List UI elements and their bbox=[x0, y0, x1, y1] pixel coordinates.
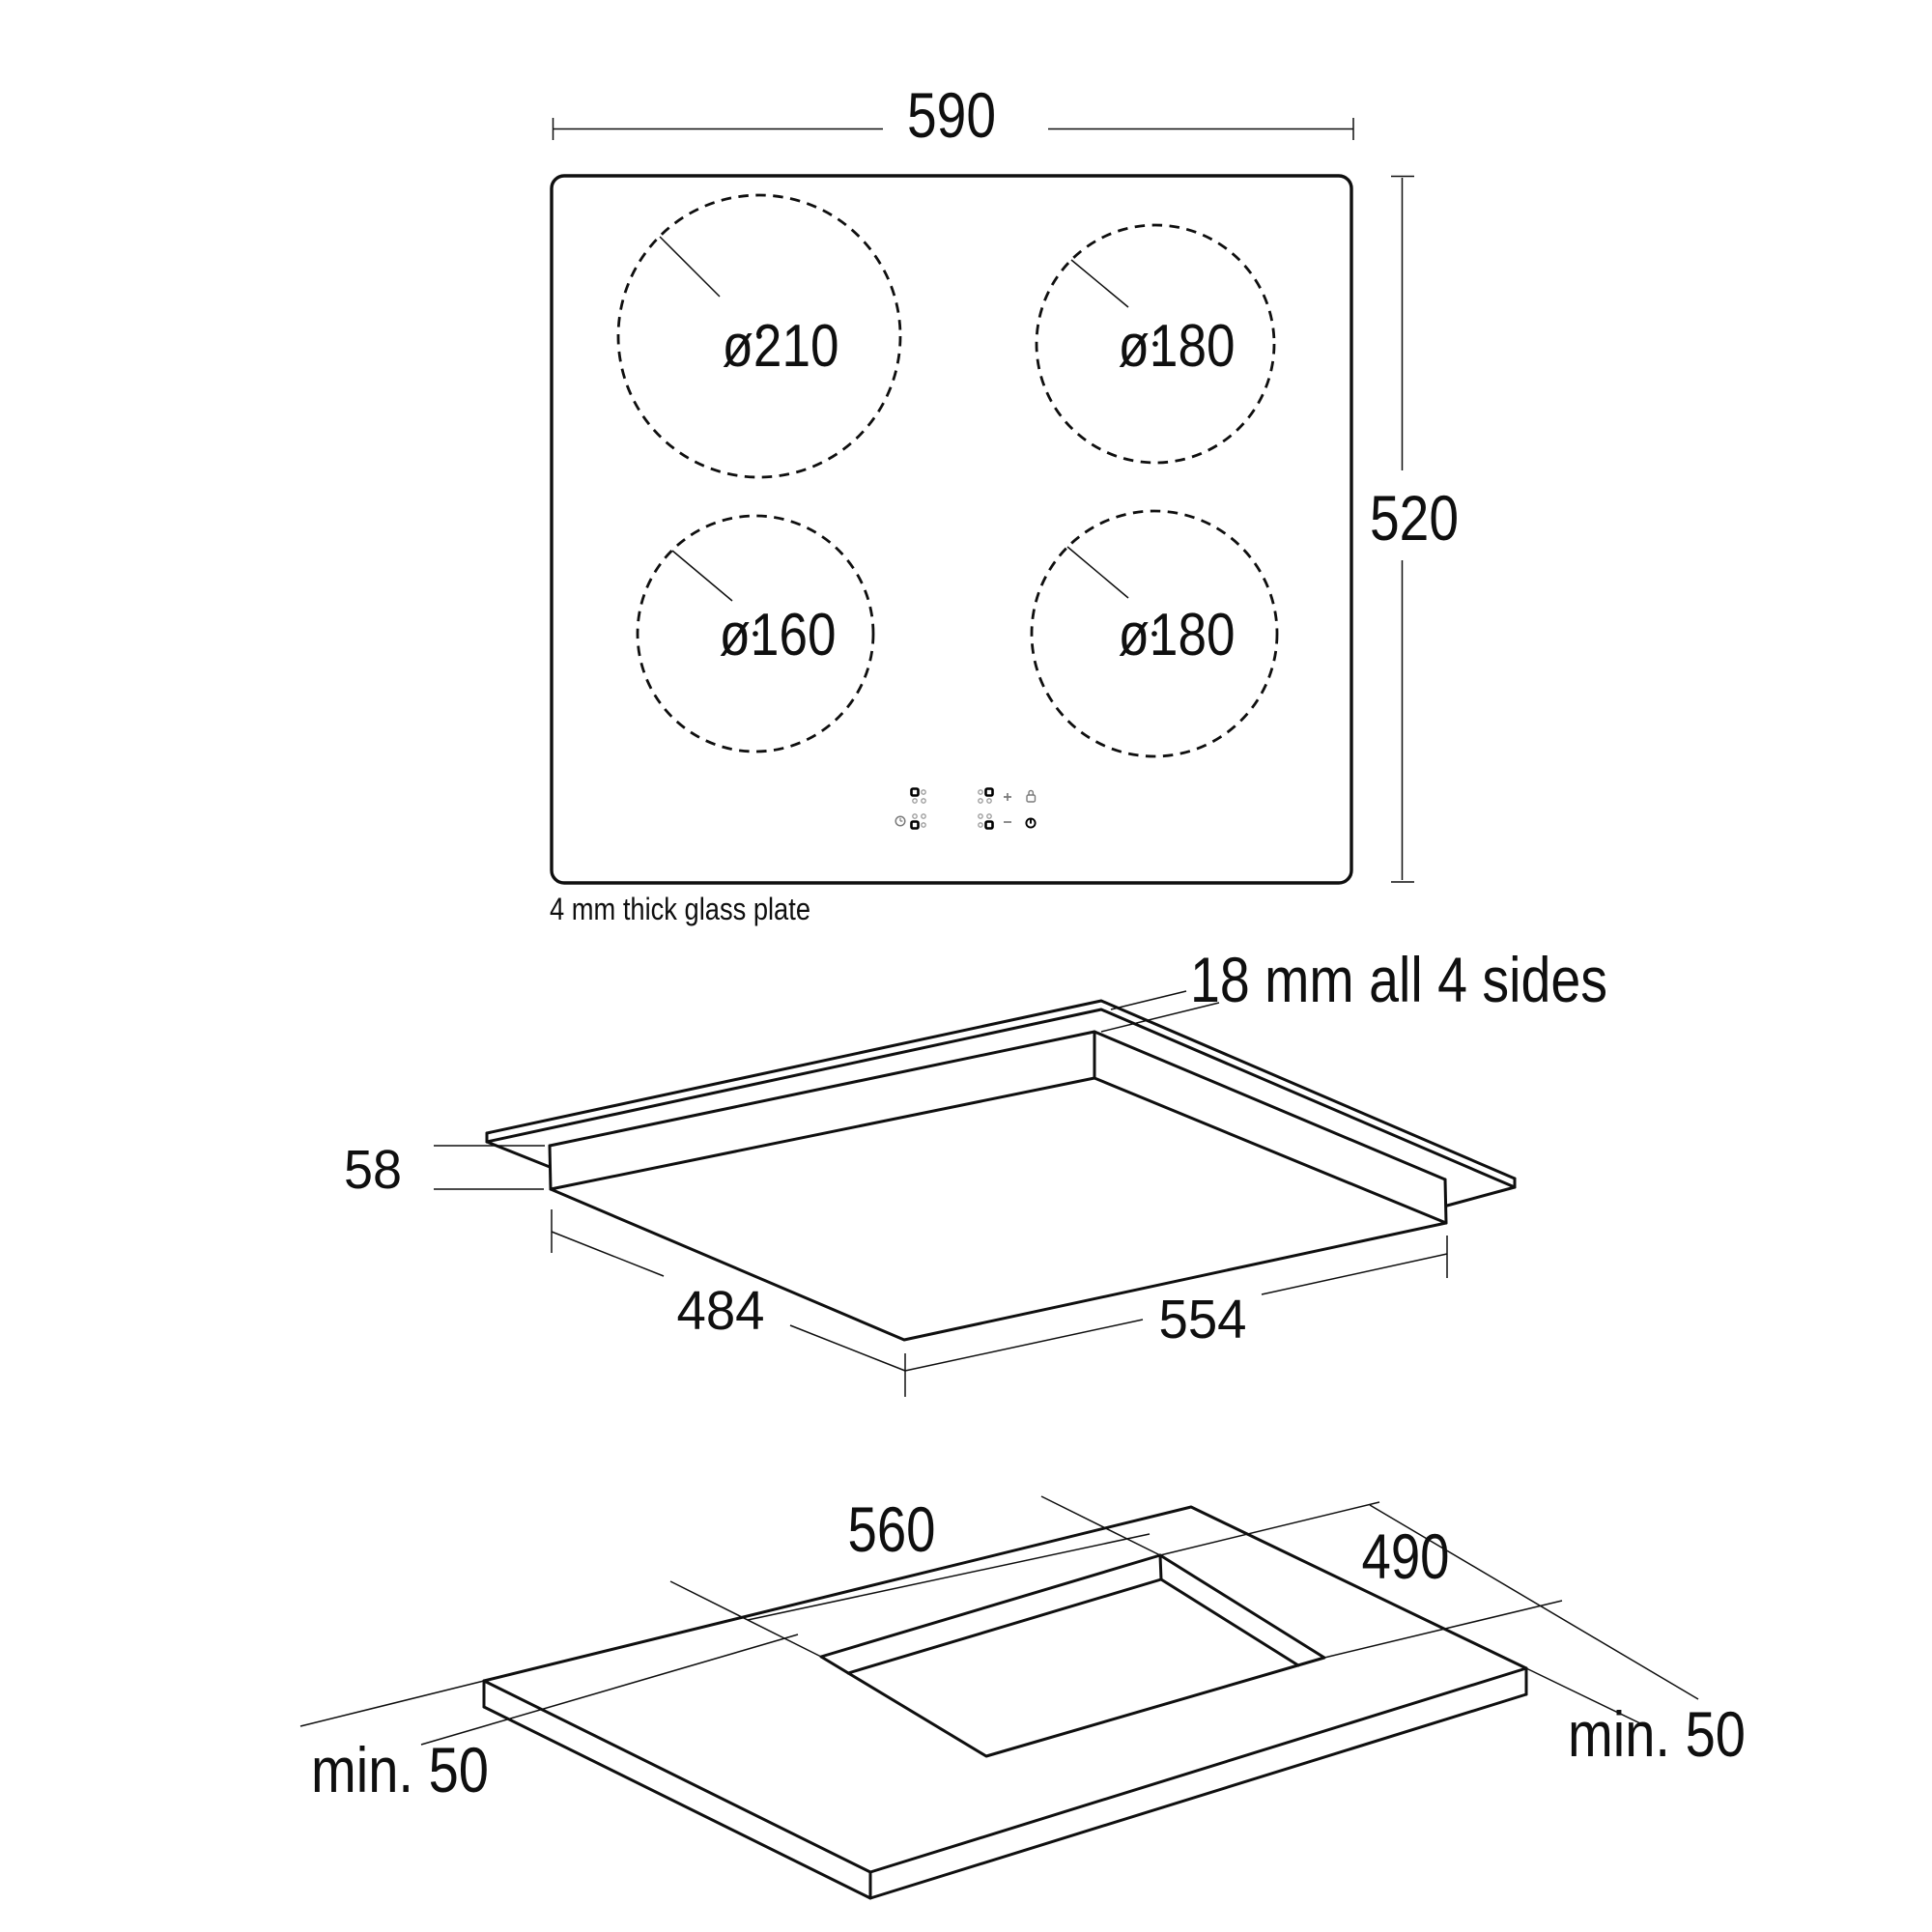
dim-484-line-b bbox=[789, 1324, 906, 1372]
dim-58-label: 58 bbox=[344, 1139, 402, 1201]
burner-center-dot bbox=[756, 333, 762, 339]
glass-front-right-edge bbox=[1445, 1185, 1517, 1208]
dim-560-line bbox=[747, 1533, 1151, 1621]
overhang-label: 18 mm all 4 sides bbox=[1190, 944, 1607, 1015]
body-top-edges bbox=[548, 1030, 1447, 1181]
radius-line-front-right bbox=[1066, 546, 1129, 599]
dim-490-line bbox=[1369, 1504, 1699, 1700]
burner-center-dot bbox=[1152, 341, 1158, 347]
lock-icon bbox=[1026, 789, 1037, 803]
cutout-wall-corner-edge bbox=[1158, 1553, 1163, 1581]
radius-line-back-right bbox=[1070, 259, 1129, 308]
burner-circle-front-left bbox=[636, 514, 875, 753]
dim-490-ext-right bbox=[1323, 1600, 1563, 1659]
dimension-min50-right: min. 50 bbox=[1525, 1667, 1746, 1770]
body-bottom-back-edges bbox=[549, 1076, 1448, 1225]
dimension-484: 484 bbox=[551, 1209, 906, 1372]
min50-left-ext-slab bbox=[299, 1680, 485, 1727]
glass-bottom-outline bbox=[485, 1008, 1517, 1189]
burner-selector-front-left-icon bbox=[910, 813, 926, 830]
dimension-520: 520 bbox=[1370, 175, 1459, 883]
dim-490-ext-top bbox=[1159, 1501, 1380, 1556]
burner-label-back-left: ø210 bbox=[723, 313, 839, 380]
power-icon bbox=[1025, 817, 1037, 829]
dim-590-label: 590 bbox=[907, 79, 996, 151]
dimension-590: 590 bbox=[552, 79, 1354, 151]
top-view: ø210 ø180 ø160 ø180 590 520 4 mm thick g… bbox=[550, 79, 1459, 926]
dimension-490: 490 bbox=[1159, 1501, 1699, 1700]
overhang-leader-a bbox=[1110, 990, 1187, 1010]
dim-484-label: 484 bbox=[677, 1280, 765, 1342]
overhang-leader-b bbox=[1100, 1002, 1220, 1033]
plus-icon bbox=[1004, 793, 1011, 801]
dim-484-line-a bbox=[551, 1231, 665, 1277]
burner-label-front-left: ø160 bbox=[720, 602, 837, 668]
underside-view: 58 484 554 18 mm all 4 sides bbox=[344, 944, 1607, 1397]
dim-520-label: 520 bbox=[1370, 482, 1459, 554]
dim-560-ext-left bbox=[669, 1580, 822, 1658]
dimension-58: 58 bbox=[344, 1139, 545, 1201]
burner-label-back-right: ø180 bbox=[1119, 313, 1236, 380]
radius-line-front-left bbox=[671, 550, 733, 602]
burner-circle-back-right bbox=[1035, 223, 1276, 465]
burner-label-front-right: ø180 bbox=[1119, 602, 1236, 668]
burner-selector-back-left-icon bbox=[910, 787, 926, 804]
body-bottom-front-edges bbox=[549, 1187, 1448, 1342]
plate-caption: 4 mm thick glass plate bbox=[550, 892, 810, 926]
burner-selector-front-right-icon bbox=[978, 813, 994, 830]
worktop-view: 560 490 min. 50 min. 50 bbox=[299, 1493, 1746, 1900]
dim-554-label: 554 bbox=[1159, 1289, 1247, 1350]
dim-560-label: 560 bbox=[848, 1493, 936, 1565]
cutout-wall-right-edge bbox=[1159, 1577, 1300, 1667]
dimension-554: 554 bbox=[904, 1236, 1448, 1397]
body-left-vertical-edge bbox=[548, 1144, 553, 1191]
dimension-560: 560 bbox=[669, 1493, 1161, 1658]
dim-554-line-a bbox=[904, 1319, 1144, 1372]
cutout-opening bbox=[819, 1553, 1326, 1758]
dimension-min50-left: min. 50 bbox=[299, 1634, 799, 1805]
cutout-wall-left-edge bbox=[846, 1577, 1163, 1675]
burner-circle-front-right bbox=[1030, 509, 1279, 758]
radius-line-back-left bbox=[659, 236, 721, 298]
top-view-plate-outline bbox=[550, 174, 1353, 885]
min50-left-ext-cutout bbox=[420, 1634, 799, 1746]
control-panel bbox=[895, 787, 1037, 830]
glass-top-outline bbox=[485, 999, 1517, 1180]
burner-center-dot bbox=[753, 631, 758, 637]
dim-554-line-b bbox=[1261, 1253, 1448, 1295]
burner-center-dot bbox=[1151, 631, 1157, 637]
burner-circle-back-left bbox=[616, 193, 902, 479]
min50-left-label: min. 50 bbox=[311, 1734, 489, 1805]
body-right-vertical-edge bbox=[1443, 1178, 1448, 1225]
min50-right-label: min. 50 bbox=[1568, 1698, 1746, 1770]
dim-560-ext-top bbox=[1040, 1495, 1161, 1556]
worktop-bottom-edges bbox=[482, 1692, 1528, 1900]
burner-selector-back-right-icon bbox=[978, 787, 994, 804]
dim-490-label: 490 bbox=[1362, 1520, 1450, 1592]
min50-right-ext-slab bbox=[1525, 1667, 1643, 1725]
note-overhang: 18 mm all 4 sides bbox=[1100, 944, 1607, 1033]
timer-clock-icon bbox=[895, 815, 906, 827]
